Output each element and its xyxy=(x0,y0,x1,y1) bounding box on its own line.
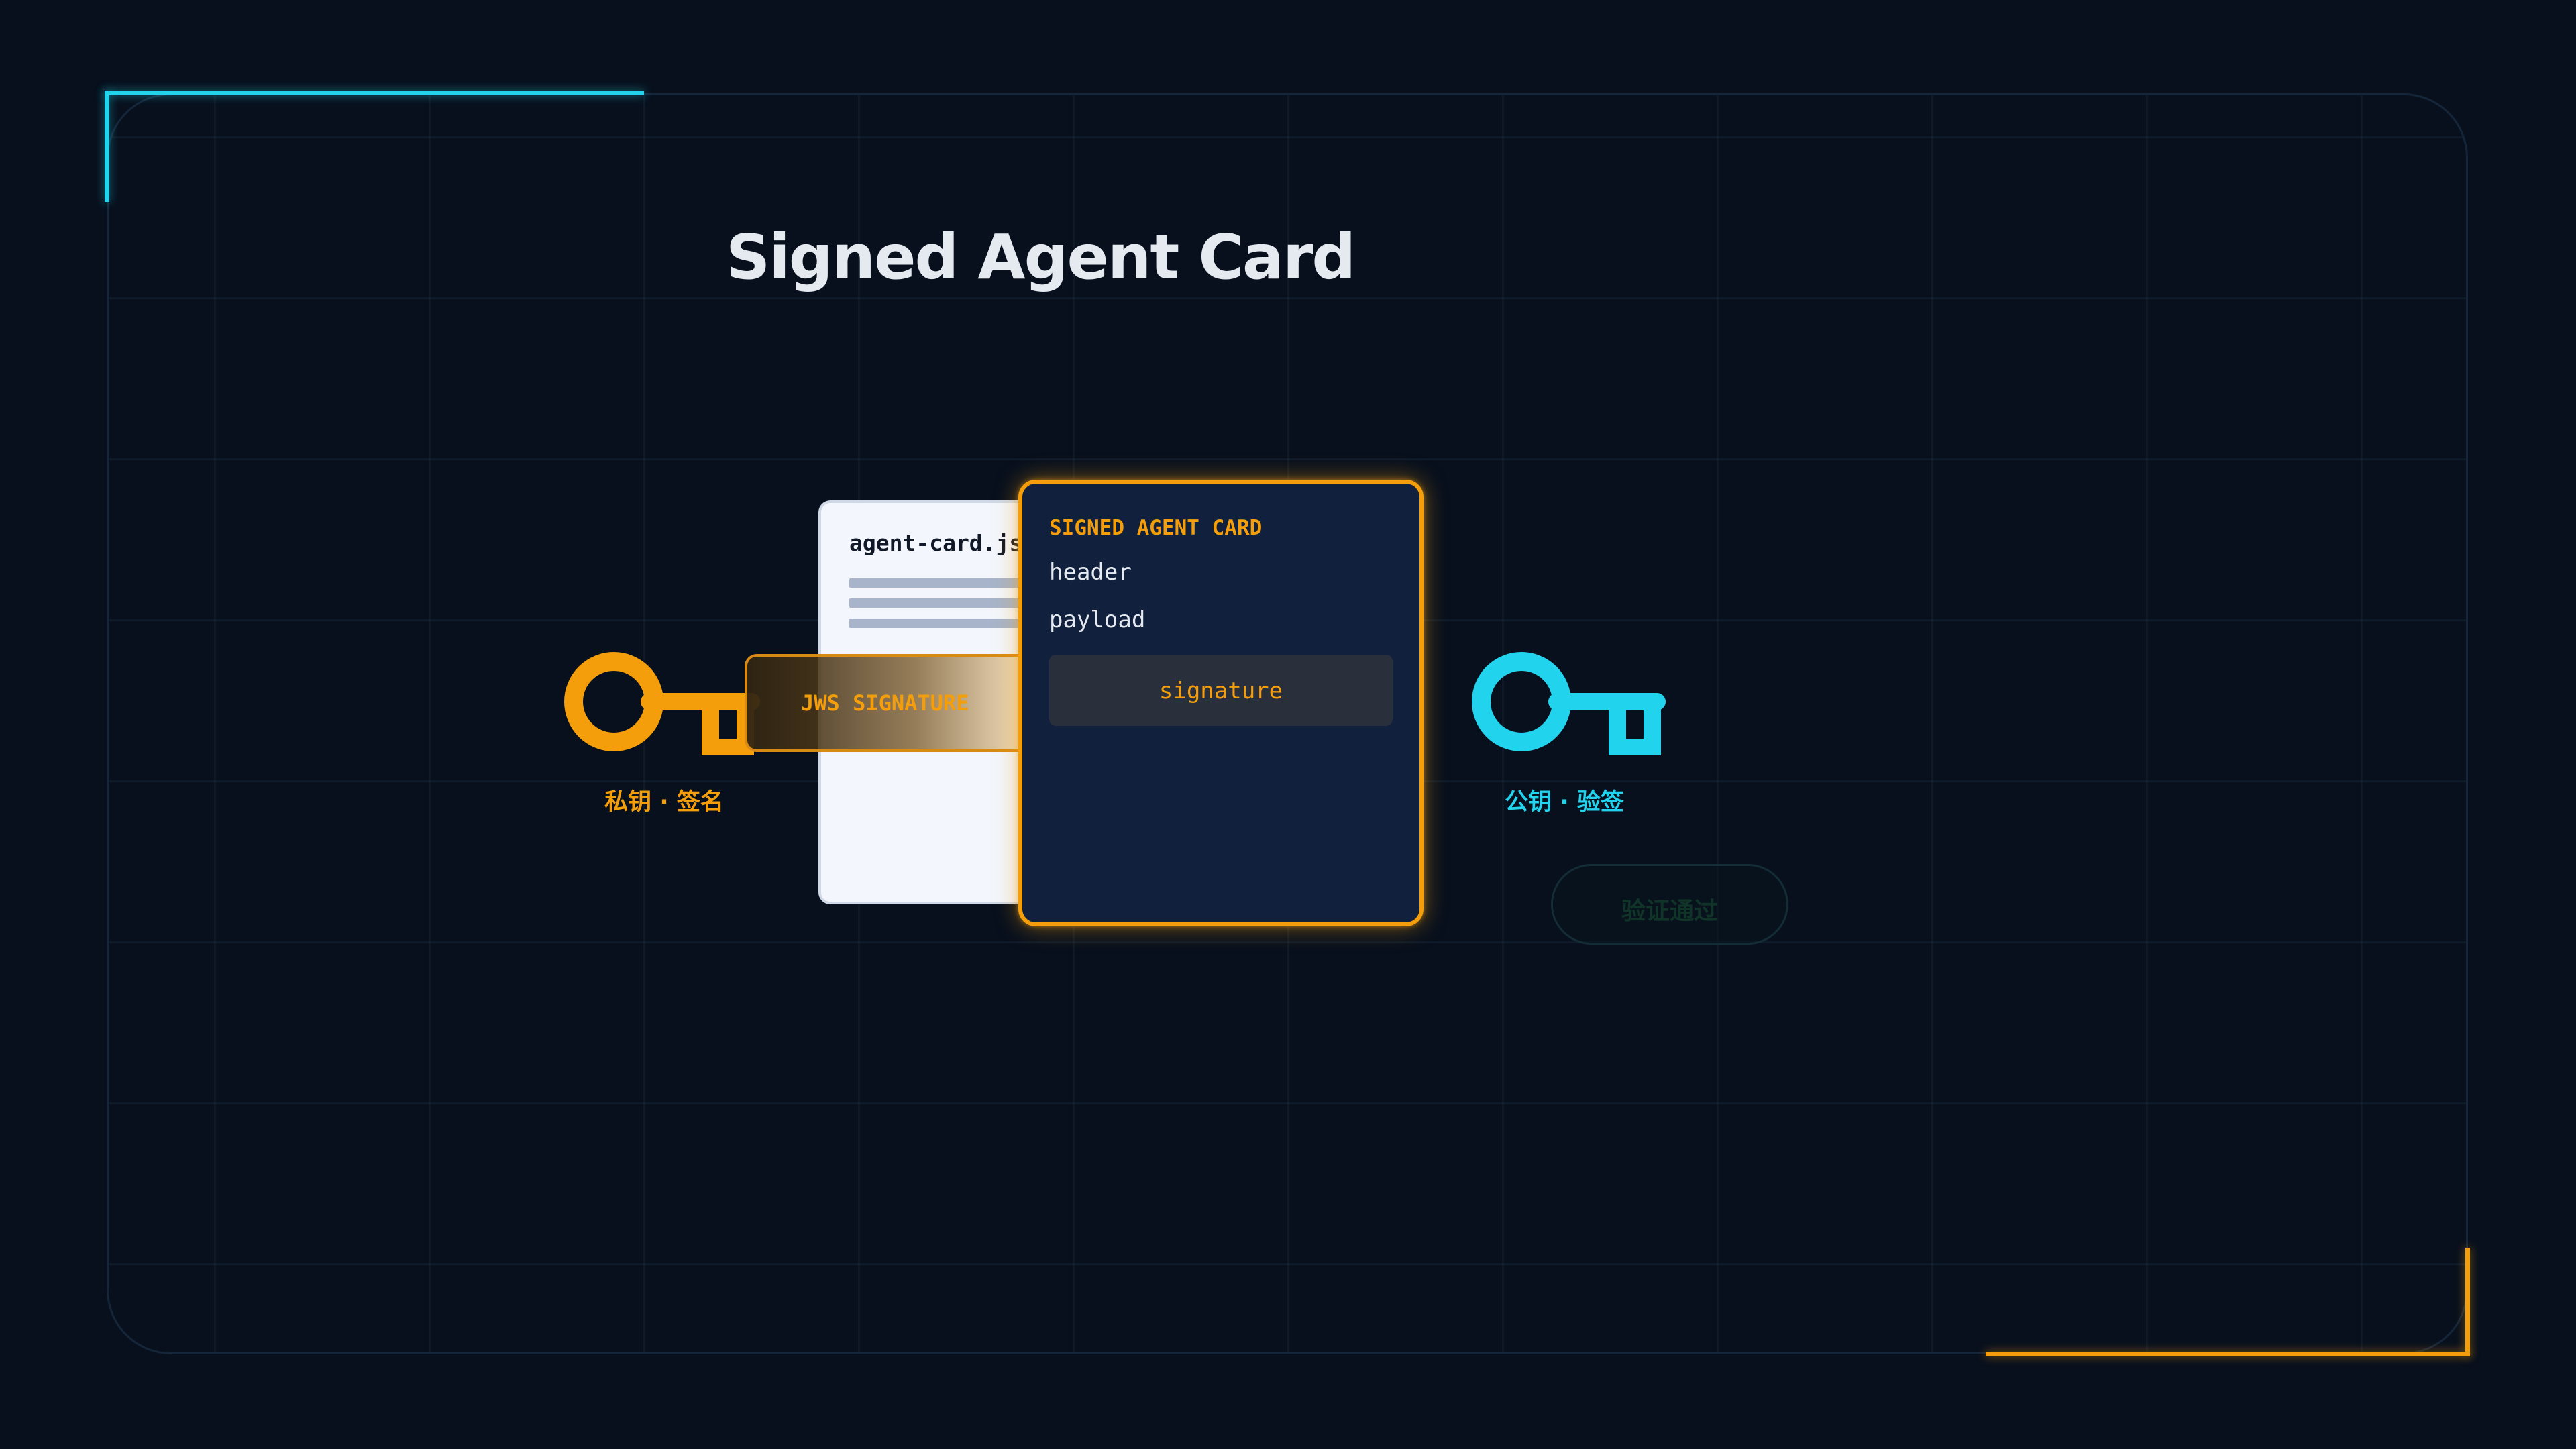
key-icon xyxy=(564,652,760,755)
signed-card-title: SIGNED AGENT CARD xyxy=(1049,516,1263,540)
corner-accent-bottom-right-vertical xyxy=(2465,1248,2470,1356)
corner-accent-top-left xyxy=(105,91,644,95)
corner-accent-bottom-right xyxy=(1986,1352,2470,1356)
signed-agent-card: SIGNED AGENT CARD header payload signatu… xyxy=(1018,480,1424,926)
signature-block: signature xyxy=(1049,655,1393,726)
corner-accent-top-left-vertical xyxy=(105,91,109,202)
json-filename: agent-card.js xyxy=(849,530,1023,556)
verify-status-label: 验证通过 xyxy=(1621,898,1718,925)
key-icon xyxy=(1472,652,1666,755)
signed-card-header-field: header xyxy=(1049,559,1132,586)
signature-label: signature xyxy=(1159,678,1283,704)
jws-signature-label: JWS SIGNATURE xyxy=(801,690,969,716)
verify-status-badge: 验证通过 xyxy=(1551,864,1788,945)
private-key-label: 私钥 · 签名 xyxy=(604,789,724,816)
signed-card-payload-field: payload xyxy=(1049,606,1146,633)
public-key-label: 公钥 · 验签 xyxy=(1505,789,1624,816)
page-title: Signed Agent Card xyxy=(726,221,1356,293)
